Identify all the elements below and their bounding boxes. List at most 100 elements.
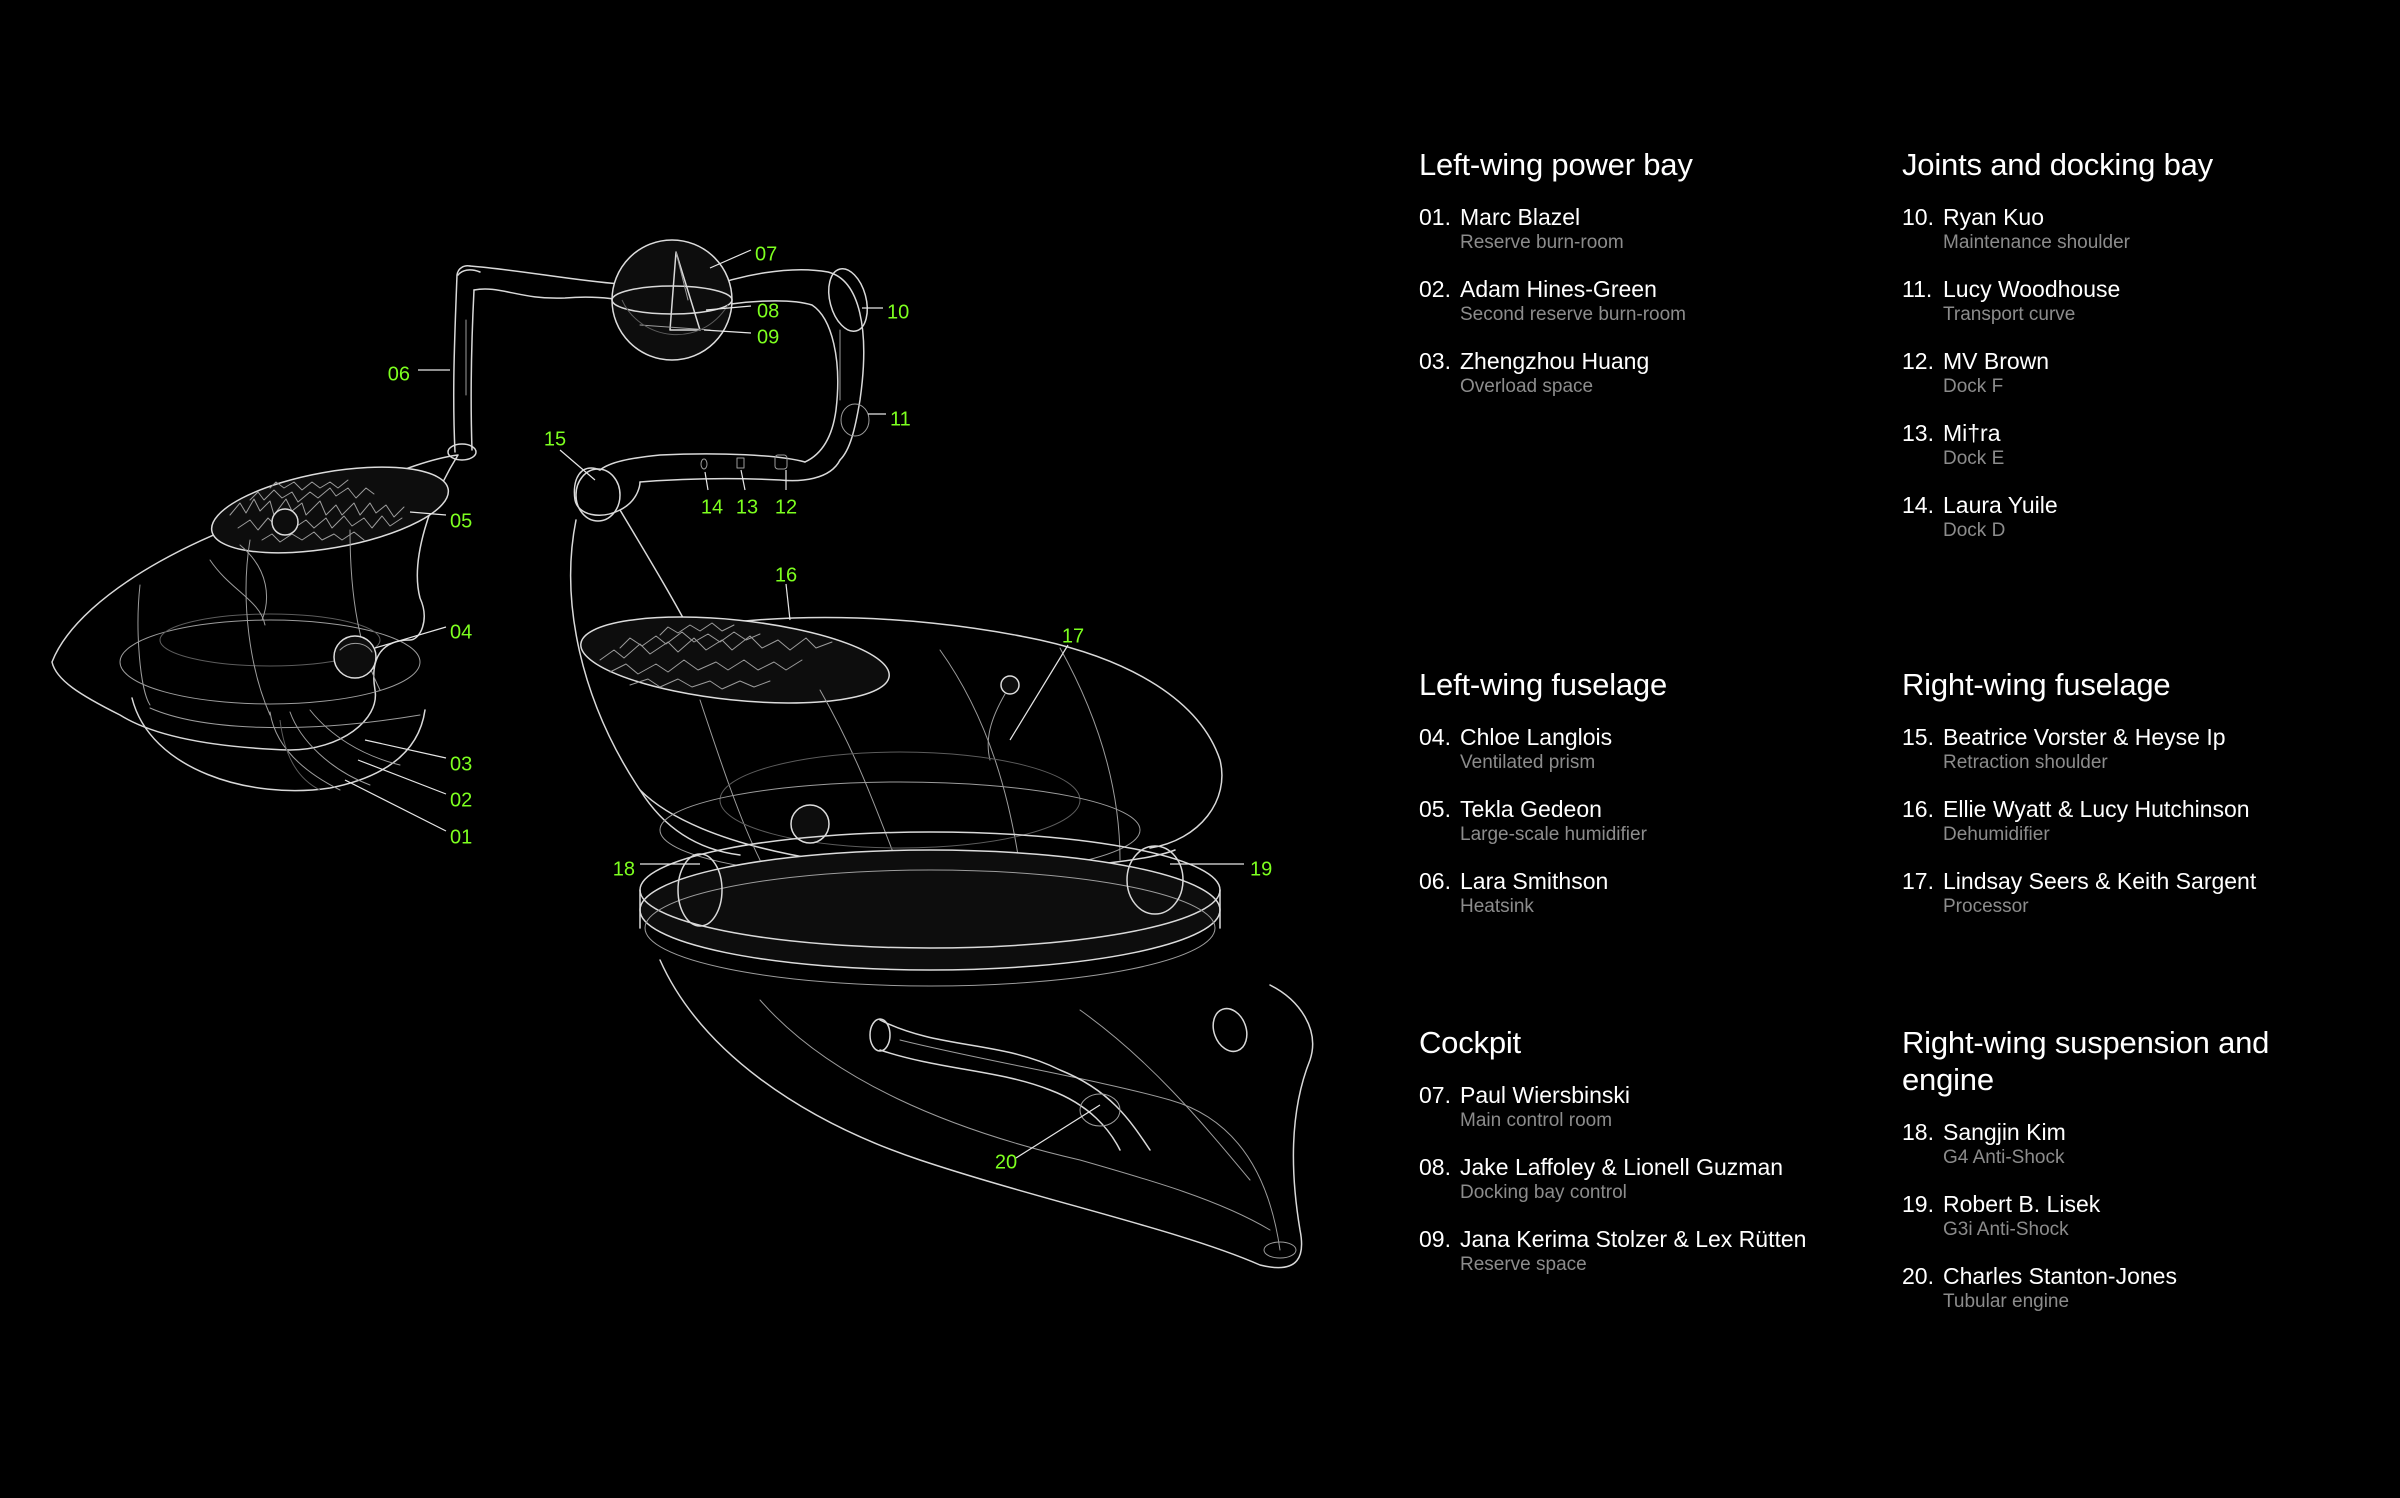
legend-entry-name: Marc Blazel: [1460, 204, 1581, 230]
legend-entry-heading: 11. Lucy Woodhouse: [1902, 275, 2332, 303]
legend-entry-heading: 15. Beatrice Vorster & Heyse Ip: [1902, 723, 2332, 751]
legend-entry-heading: 12.MV Brown: [1902, 347, 2332, 375]
callout-leader-04: [374, 626, 447, 649]
legend-entry-description: Overload space: [1460, 376, 1594, 397]
burn-room-dome: [131, 697, 426, 792]
callout-label-10: 10: [887, 301, 909, 323]
legend-section-title: Joints and docking bay: [1902, 147, 2213, 182]
legend-entry-name: Beatrice Vorster & Heyse Ip: [1943, 724, 2226, 750]
right-pod: [569, 509, 1314, 1269]
callout-label-01: 01: [450, 826, 472, 848]
legend-entry-description: Heatsink: [1460, 896, 1534, 917]
callout-leader-05: [409, 511, 447, 516]
legend-entry-number: 08.: [1419, 1154, 1451, 1180]
legend-entry-heading: 13.Mi†ra: [1902, 419, 2332, 447]
legend-entry-number: 04.: [1419, 724, 1451, 750]
legend-entry-description: Dock E: [1943, 448, 2005, 469]
lower-keel: [659, 959, 1314, 1269]
legend-section-title: Right-wing fuselage: [1902, 667, 2171, 702]
legend-entry-number: 17.: [1902, 868, 1934, 894]
callout-leader-07: [709, 249, 752, 269]
callout-label-08: 08: [757, 300, 779, 322]
legend-entry-heading: 20. Charles Stanton-Jones: [1902, 1262, 2332, 1290]
right-pod-bow: [569, 519, 741, 856]
legend-entry-heading: 10. Ryan Kuo: [1902, 203, 2332, 231]
legend-entry-description: Reserve space: [1460, 1254, 1587, 1275]
legend-entry-heading: 01.Marc Blazel: [1419, 203, 1849, 231]
legend-entry-heading: 07.Paul Wiersbinski: [1419, 1081, 1849, 1109]
legend-entry-number: 16.: [1902, 796, 1934, 822]
legend-entry-number: 09.: [1419, 1226, 1451, 1252]
legend-entry-name: Lindsay Seers & Keith Sargent: [1943, 868, 2257, 894]
legend-entry-number: 19.: [1902, 1191, 1934, 1217]
callout-label-19: 19: [1250, 858, 1272, 880]
legend-entry-number: 20.: [1902, 1263, 1934, 1289]
legend-entry-heading: 08.Jake Laffoley & Lionell Guzman: [1419, 1153, 1849, 1181]
legend-entry-name: Mi†ra: [1943, 420, 2001, 446]
callout-leader-01: [344, 779, 447, 832]
processor-node: [1000, 675, 1020, 695]
legend-entry-heading: 19. Robert B. Lisek: [1902, 1190, 2332, 1218]
dehumidifier-deck: [580, 616, 890, 704]
legend-entry-name: Robert B. Lisek: [1943, 1191, 2101, 1217]
legend-entry-heading: 03.Zhengzhou Huang: [1419, 347, 1849, 375]
legend-entry-heading: 14.Laura Yuile: [1902, 491, 2332, 519]
left-garden-orb: [271, 508, 299, 536]
callout-leader-15: [559, 449, 596, 481]
legend-section-title: Left-wing power bay: [1419, 147, 1693, 182]
legend-entry-heading: 06.Lara Smithson: [1419, 867, 1849, 895]
legend-entry-name: Charles Stanton-Jones: [1943, 1263, 2177, 1289]
legend-section-title: Cockpit: [1419, 1025, 1521, 1060]
ventilated-prism-orb: [333, 635, 377, 679]
legend-entry-name: Zhengzhou Huang: [1460, 348, 1650, 374]
callout-label-16: 16: [775, 564, 797, 586]
legend-entry-name: Laura Yuile: [1943, 492, 2058, 518]
legend-entry-heading: 18.Sangjin Kim: [1902, 1118, 2332, 1146]
callout-leader-16: [785, 583, 791, 621]
right-pod-orb: [790, 804, 830, 844]
suspension-disc: [639, 849, 1221, 971]
legend-entry-description: Maintenance shoulder: [1943, 232, 2130, 253]
legend-entry-description: Dehumidifier: [1943, 824, 2050, 845]
legend-entry-number: 15.: [1902, 724, 1934, 750]
callout-label-02: 02: [450, 789, 472, 811]
legend-entry-heading: 17. Lindsay Seers & Keith Sargent: [1902, 867, 2332, 895]
callout-label-15: 15: [544, 428, 566, 450]
legend-entry-heading: 05.Tekla Gedeon: [1419, 795, 1849, 823]
legend-entry-number: 12.: [1902, 348, 1934, 374]
legend-entry-description: Second reserve burn-room: [1460, 304, 1686, 325]
callout-label-03: 03: [450, 753, 472, 775]
legend-entry-description: Reserve burn-room: [1460, 232, 1624, 253]
legend-section-4: Right-wing fuselage 15. Beatrice Vorster &…: [1902, 666, 2332, 939]
callout-leader-14: [704, 471, 709, 491]
dehumidifier-crystals: [599, 622, 833, 690]
legend-entry-description: Main control room: [1460, 1110, 1613, 1131]
callout-label-12: 12: [775, 496, 797, 518]
left-garden-deck: [210, 466, 450, 554]
legend-entry-heading: 02.Adam Hines-Green: [1419, 275, 1849, 303]
legend-entry-name: Lara Smithson: [1460, 868, 1609, 894]
legend-entry-number: 11.: [1902, 276, 1933, 302]
legend-entry-name: Ryan Kuo: [1943, 204, 2045, 230]
legend-entry-description: Dock F: [1943, 376, 2004, 397]
legend-entry-name: Lucy Woodhouse: [1943, 276, 2121, 302]
legend-entry-heading: 04.Chloe Langlois: [1419, 723, 1849, 751]
callout-leader-17: [1009, 644, 1069, 741]
legend-entry-number: 10.: [1902, 204, 1934, 230]
tubular-engine: [879, 1019, 1151, 1151]
legend-entry-number: 07.: [1419, 1082, 1451, 1108]
legend-entry-description: Retraction shoulder: [1943, 752, 2108, 773]
